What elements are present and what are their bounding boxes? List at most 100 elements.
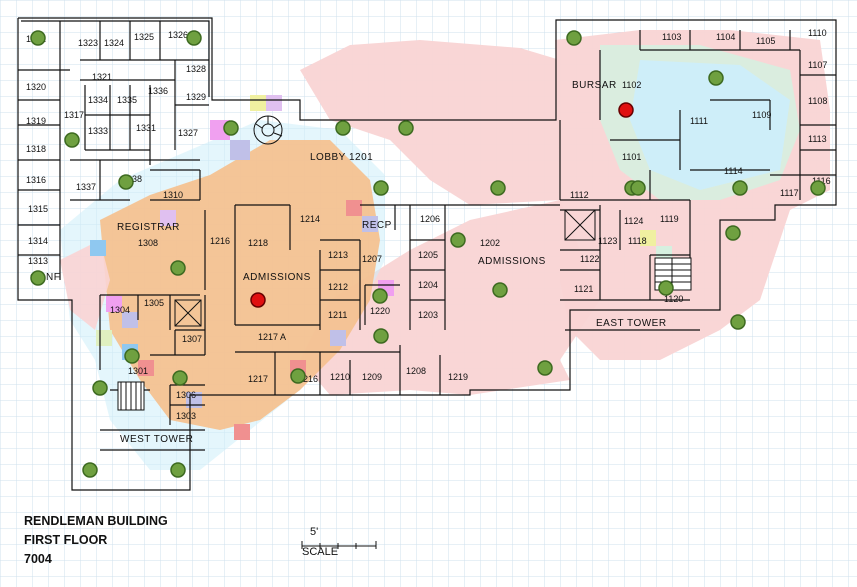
room-number: 1116 (812, 176, 831, 186)
room-number: 1110 (808, 28, 827, 38)
room-number: 1214 (300, 214, 320, 224)
room-number: 1213 (328, 250, 348, 260)
room-labels: 1322132313241325132613211320132813341335… (26, 28, 831, 421)
room-number: 1305 (144, 298, 164, 308)
room-number: 1320 (26, 82, 46, 92)
room-number: 1218 (248, 238, 268, 248)
room-number: 1114 (724, 166, 743, 176)
access-point-marker[interactable] (172, 370, 188, 386)
room-number: 1121 (574, 284, 593, 294)
stairs-west (117, 381, 145, 411)
access-point-marker[interactable] (335, 120, 351, 136)
room-number: 1102 (622, 80, 641, 90)
room-number: 1109 (752, 110, 771, 120)
scale-ruler (301, 541, 377, 549)
access-point-marker[interactable] (92, 380, 108, 396)
room-number: 1327 (178, 128, 198, 138)
room-number: 1204 (418, 280, 438, 290)
room-number: 1205 (418, 250, 438, 260)
title-block: RENDLEMAN BUILDING FIRST FLOOR 7004 (24, 512, 168, 569)
sensors (250, 102, 634, 308)
room-number: 1220 (370, 306, 390, 316)
access-point-marker[interactable] (372, 288, 388, 304)
stairs-east (654, 257, 692, 291)
access-point-marker[interactable] (537, 360, 553, 376)
room-number: 1301 (128, 366, 148, 376)
access-point-marker[interactable] (82, 462, 98, 478)
access-point-marker[interactable] (708, 70, 724, 86)
sensor-marker[interactable] (618, 102, 634, 118)
access-point-marker[interactable] (658, 280, 674, 296)
room-number: 1323 (78, 38, 98, 48)
room-number: 1212 (328, 282, 348, 292)
room-number: 1314 (28, 236, 48, 246)
room-number: 1306 (176, 390, 196, 400)
access-point-marker[interactable] (730, 314, 746, 330)
room-number: 1315 (28, 204, 48, 214)
room-number: 1321 (92, 72, 112, 82)
access-point-marker[interactable] (118, 174, 134, 190)
access-points (30, 30, 826, 478)
access-point-marker[interactable] (810, 180, 826, 196)
access-point-marker[interactable] (30, 270, 46, 286)
room-number: 1316 (26, 175, 46, 185)
access-point-marker[interactable] (290, 368, 306, 384)
label-lobby: LOBBY 1201 (310, 152, 373, 163)
room-number: 1124 (624, 216, 643, 226)
room-number: 1331 (136, 123, 156, 133)
room-number: 1206 (420, 214, 440, 224)
room-number: 1326 (168, 30, 188, 40)
room-number: 1112 (570, 190, 589, 200)
access-point-marker[interactable] (373, 180, 389, 196)
room-number: 1103 (662, 32, 681, 42)
room-number: 1113 (808, 134, 827, 144)
access-point-marker[interactable] (398, 120, 414, 136)
building-code: 7004 (24, 552, 52, 566)
room-number: 1333 (88, 126, 108, 136)
room-number: 1210 (330, 372, 350, 382)
room-number: 1329 (186, 92, 206, 102)
access-point-marker[interactable] (732, 180, 748, 196)
room-number: 1108 (808, 96, 827, 106)
room-number: 1101 (622, 152, 641, 162)
access-point-marker[interactable] (124, 348, 140, 364)
access-point-marker[interactable] (725, 225, 741, 241)
access-point-marker[interactable] (450, 232, 466, 248)
access-point-marker[interactable] (170, 462, 186, 478)
room-number: 1303 (176, 411, 196, 421)
room-number: 1217 (248, 374, 268, 384)
room-number: 1105 (756, 36, 775, 46)
room-number: 1217 A (258, 332, 286, 342)
access-point-marker[interactable] (492, 282, 508, 298)
room-number: 1209 (362, 372, 382, 382)
room-number: 1310 (163, 190, 183, 200)
room-number: 1325 (134, 32, 154, 42)
access-point-marker[interactable] (566, 30, 582, 46)
access-point-marker[interactable] (373, 328, 389, 344)
room-number: 1324 (104, 38, 124, 48)
room-number: 1202 (480, 238, 500, 248)
room-number: 1304 (110, 305, 130, 315)
access-point-marker[interactable] (630, 180, 646, 196)
access-point-marker[interactable] (490, 180, 506, 196)
access-point-marker[interactable] (64, 132, 80, 148)
room-number: 1208 (406, 366, 426, 376)
access-point-marker[interactable] (186, 30, 202, 46)
spiral-stair (253, 115, 283, 145)
room-number: 1216 (298, 374, 318, 384)
building-name: RENDLEMAN BUILDING (24, 514, 168, 528)
room-number: 1313 (28, 256, 48, 266)
scale-label: SCALE (302, 546, 339, 558)
access-point-marker[interactable] (30, 30, 46, 46)
access-point-marker[interactable] (223, 120, 239, 136)
scale-value: 5' (310, 526, 319, 538)
room-number: 1308 (138, 238, 158, 248)
label-registrar: REGISTRAR (117, 222, 180, 233)
access-point-marker[interactable] (170, 260, 186, 276)
sensor-marker[interactable] (250, 292, 266, 308)
room-number: 1219 (448, 372, 468, 382)
scale-bar: 5' SCALE (300, 526, 380, 558)
room-number: 1104 (716, 32, 735, 42)
